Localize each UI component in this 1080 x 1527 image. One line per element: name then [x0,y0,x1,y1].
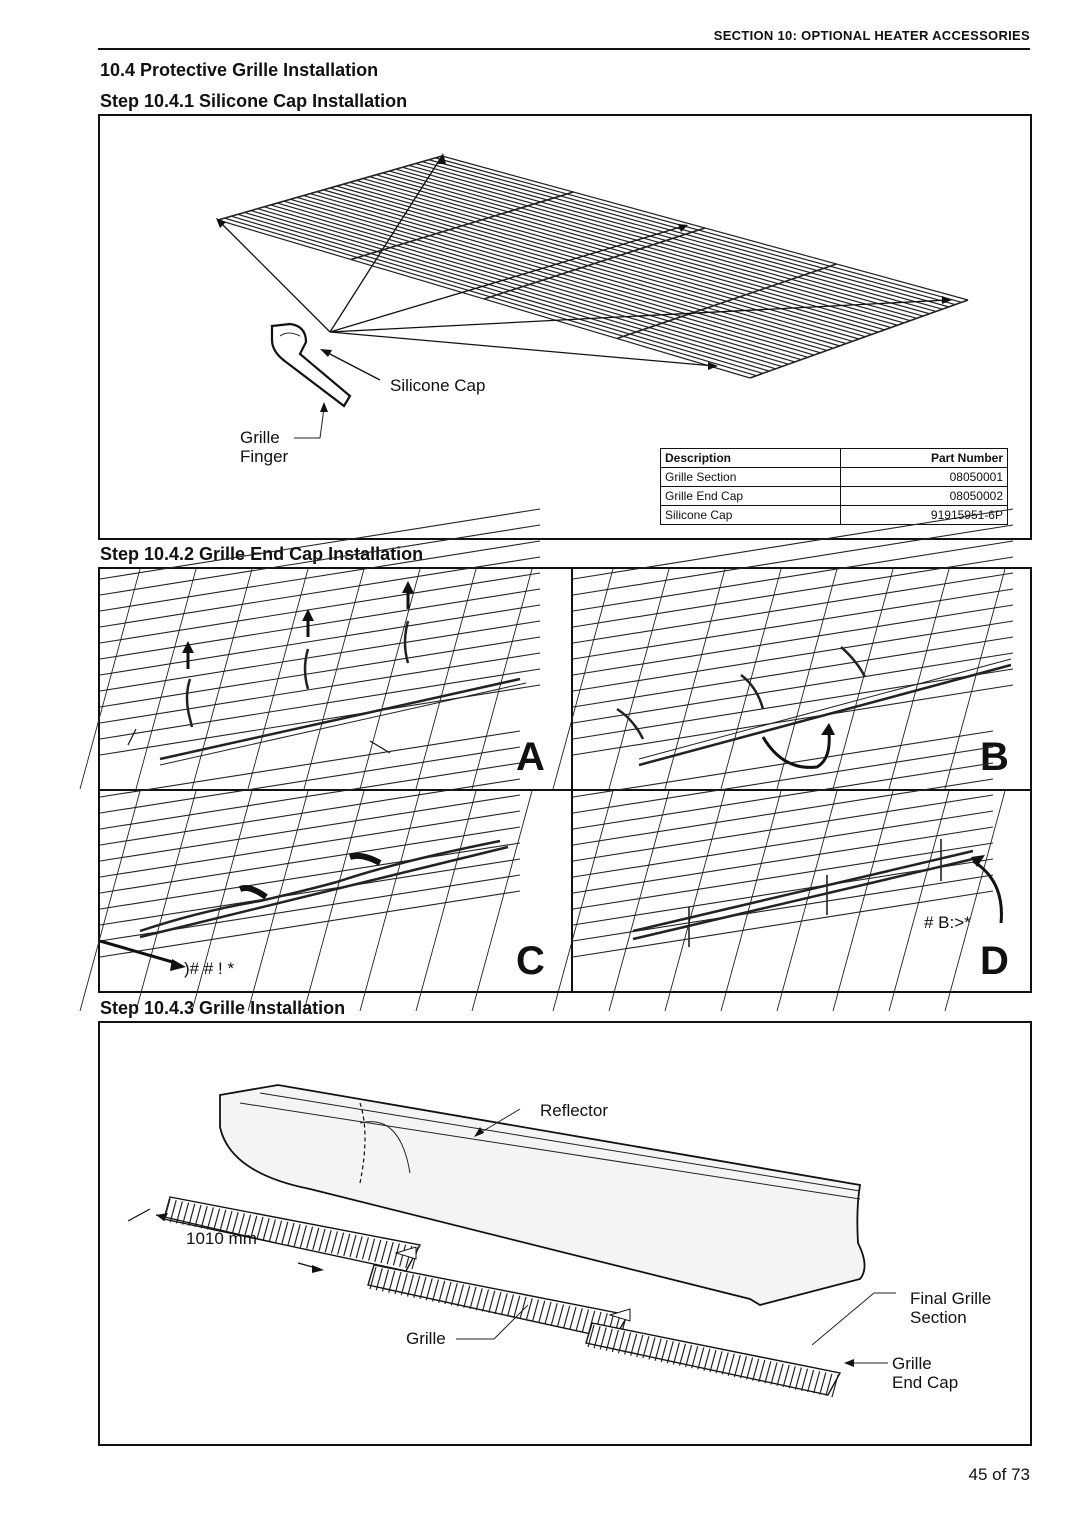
table-row: Silicone Cap 91915951-6P [660,505,1009,525]
panel-b-grille-drawing [552,508,1014,790]
label-final-grille-line2: Section [910,1308,967,1327]
grille-installation-illustration [127,1084,896,1398]
table-cell: Silicone Cap [660,505,841,525]
panel-d-caption: # B:>* [924,913,971,932]
panel-letter-b: B [980,735,1009,779]
page-number: 45 of 73 [968,1465,1030,1484]
panel-letter-a: A [516,735,545,779]
parts-table: Description Part Number Grille Section 0… [660,448,1009,525]
reflector-shape [219,1084,866,1306]
table-row: Grille Section 08050001 [660,467,1009,487]
step3-title: Step 10.4.3 Grille Installation [100,998,346,1018]
parts-table-header-description: Description [660,448,841,468]
table-cell: Grille Section [660,467,841,487]
panel-c-caption: )# # ! * [184,959,235,978]
label-dimension: 1010 mm [186,1229,257,1248]
panel-divider-vertical [571,569,573,991]
step2-figure-frame: A B )# # ! * C # B:>* D [79,508,1032,1012]
parts-table-header-part-number: Part Number [839,448,1009,468]
label-silicone-cap: Silicone Cap [390,376,486,395]
panel-a-grille-drawing [79,508,541,790]
panel-a-drawing [79,508,541,790]
panel-d-grille-drawing [552,730,1006,1012]
step1-figure-frame: Silicone Cap Grille Finger Description P… [98,114,1032,540]
panel-d-drawing [552,730,1006,1012]
panel-letter-d: D [980,939,1009,983]
silicone-cap-shape [270,322,352,408]
label-grille-end-cap-line2: End Cap [892,1373,959,1392]
panel-divider-horizontal [100,789,1030,791]
table-cell: 08050002 [839,486,1009,506]
header-rule [98,48,1030,50]
grille-section-drawing [217,155,969,379]
label-grille: Grille [406,1329,446,1348]
step1-title: Step 10.4.1 Silicone Cap Installation [100,91,408,111]
section-header: SECTION 10: OPTIONAL HEATER ACCESSORIES [713,28,1030,43]
grille-section-3-drawing [585,1322,842,1398]
step2-title: Step 10.4.2 Grille End Cap Installation [100,544,424,564]
table-cell: 08050001 [839,467,1009,487]
table-row: Grille End Cap 08050002 [660,486,1009,506]
panel-c-grille-drawing [79,730,533,1012]
label-grille-finger-line1: Grille [240,428,280,447]
label-grille-end-cap-line1: Grille [892,1354,932,1373]
label-grille-finger-line2: Finger [240,447,289,466]
table-cell: Grille End Cap [660,486,841,506]
panel-c-drawing [79,730,533,1012]
panel-b-drawing [552,508,1014,790]
panel-letter-c: C [516,939,545,983]
grille-with-silicone-caps-illustration [216,153,969,439]
grille-section-2-drawing [367,1264,630,1340]
label-final-grille-line1: Final Grille [910,1289,992,1308]
label-reflector: Reflector [540,1101,609,1120]
step3-figure-frame: Reflector 1010 mm Grille Final Grille Se… [98,1021,1032,1446]
table-cell: 91915951-6P [839,505,1009,525]
section-title: 10.4 Protective Grille Installation [100,60,379,80]
parts-table-header-row: Description Part Number [660,448,1009,468]
